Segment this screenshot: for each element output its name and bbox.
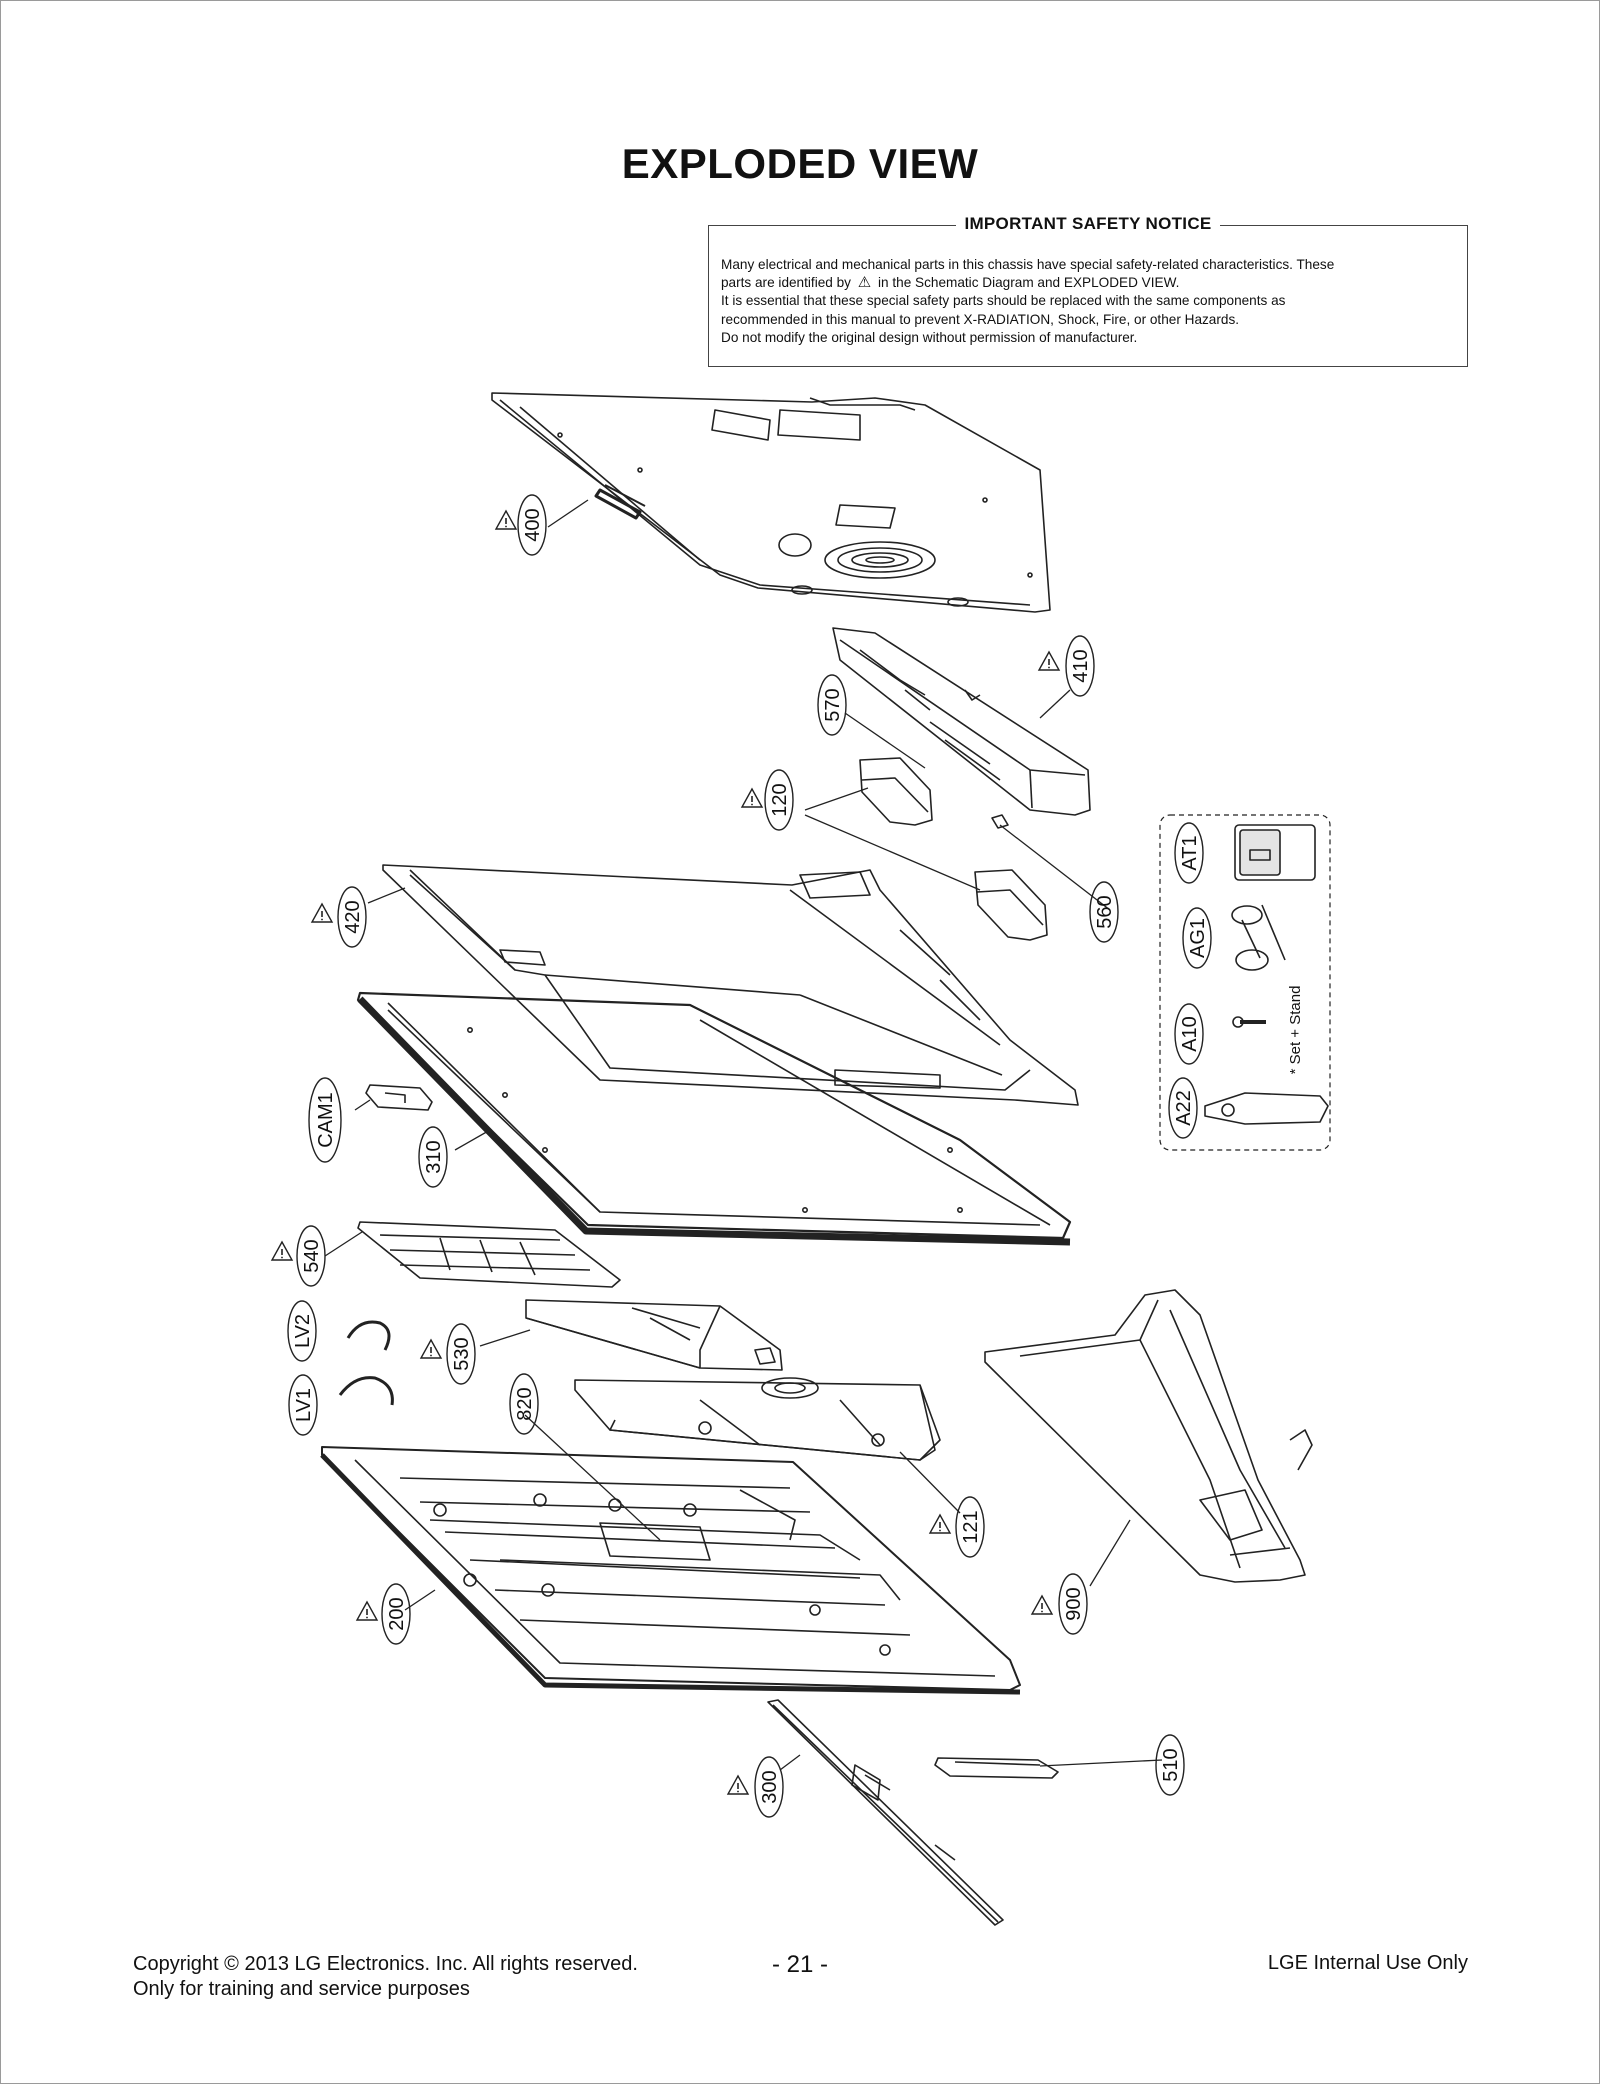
warning-triangle-icon bbox=[727, 1775, 749, 1795]
warning-triangle-icon bbox=[1038, 651, 1060, 671]
label-oval-lv1 bbox=[288, 1374, 318, 1436]
rear-lower-cover-part bbox=[832, 627, 1091, 816]
part-label-lv1: LV1 bbox=[293, 1388, 315, 1422]
page-number: - 21 - bbox=[771, 1951, 828, 1978]
warning-triangle-icon bbox=[311, 903, 333, 923]
safety-notice-title-wrap: IMPORTANT SAFETY NOTICE bbox=[709, 214, 1467, 234]
warning-triangle-icon: ⚠ bbox=[857, 274, 872, 292]
part-label-420: 420 bbox=[342, 900, 364, 933]
label-oval-cam1 bbox=[308, 1077, 342, 1163]
label-oval-900 bbox=[1058, 1573, 1088, 1635]
part-label-570: 570 bbox=[822, 688, 844, 721]
part-label-200: 200 bbox=[386, 1597, 408, 1630]
stand-part bbox=[984, 1289, 1313, 1583]
back-chassis-part bbox=[320, 1446, 1021, 1695]
label-oval-570 bbox=[817, 674, 847, 736]
label-oval-a10 bbox=[1174, 1003, 1204, 1065]
label-oval-410 bbox=[1065, 635, 1095, 697]
part-label-ag1: AG1 bbox=[1187, 918, 1209, 958]
internal-use-text: LGE Internal Use Only bbox=[1267, 1952, 1468, 1974]
label-oval-540 bbox=[296, 1225, 326, 1287]
middle-frame-part bbox=[382, 864, 1079, 1106]
warning-triangle-icon bbox=[420, 1339, 442, 1359]
leader-lines bbox=[324, 499, 1163, 1771]
ir-board-part bbox=[934, 1757, 1059, 1779]
accessories-box bbox=[1159, 814, 1331, 1151]
back-cover-part bbox=[491, 392, 1051, 613]
warning-triangle-icon bbox=[1031, 1595, 1053, 1615]
part-label-900: 900 bbox=[1063, 1587, 1085, 1620]
accessories-note: * Set + Stand bbox=[1287, 986, 1304, 1075]
part-label-400: 400 bbox=[522, 508, 544, 541]
notice-line-2-after: in the Schematic Diagram and EXPLODED VI… bbox=[878, 275, 1180, 291]
label-oval-121 bbox=[955, 1496, 985, 1558]
label-oval-820 bbox=[509, 1373, 539, 1435]
purpose-text: Only for training and service purposes bbox=[133, 1978, 470, 2000]
label-oval-lv2 bbox=[287, 1300, 317, 1362]
warning-triangle-icon bbox=[271, 1241, 293, 1261]
part-label-a22: A22 bbox=[1173, 1090, 1195, 1126]
back-plate-part bbox=[574, 1377, 941, 1461]
label-oval-a22 bbox=[1168, 1077, 1198, 1139]
speaker-part bbox=[859, 757, 1048, 941]
page-title: EXPLODED VIEW bbox=[621, 140, 979, 187]
notice-line-1: Many electrical and mechanical parts in … bbox=[721, 257, 1335, 272]
part-label-820: 820 bbox=[514, 1387, 536, 1420]
label-oval-120 bbox=[764, 769, 794, 831]
label-oval-530 bbox=[446, 1323, 476, 1385]
label-oval-200 bbox=[381, 1583, 411, 1645]
footer-left: Copyright © 2013 LG Electronics. Inc. Al… bbox=[133, 1952, 638, 2002]
notice-line-3: It is essential that these special safet… bbox=[721, 293, 1286, 309]
label-oval-420 bbox=[337, 886, 367, 948]
label-oval-ag1 bbox=[1182, 907, 1212, 969]
warning-triangle-icon bbox=[356, 1601, 378, 1621]
label-oval-510 bbox=[1155, 1734, 1185, 1796]
camera-part bbox=[365, 1084, 433, 1111]
notice-line-2: parts are identified by ⚠ in the Schemat… bbox=[721, 274, 1453, 292]
part-label-121: 121 bbox=[960, 1510, 982, 1543]
label-oval-400 bbox=[517, 494, 547, 556]
notice-line-4: recommended in this manual to prevent X-… bbox=[721, 311, 1240, 327]
label-oval-560 bbox=[1089, 881, 1119, 943]
part-label-560: 560 bbox=[1094, 895, 1116, 928]
label-oval-310 bbox=[418, 1126, 448, 1188]
part-label-a10: A10 bbox=[1179, 1016, 1201, 1052]
label-oval-at1 bbox=[1174, 822, 1204, 884]
led-bar-part bbox=[767, 1699, 1004, 1926]
part-label-120: 120 bbox=[769, 783, 791, 816]
copyright-text: Copyright © 2013 LG Electronics. Inc. Al… bbox=[133, 1953, 638, 1975]
warning-triangle-icon bbox=[741, 788, 763, 808]
part-label-lv2: LV2 bbox=[292, 1314, 314, 1348]
part-label-530: 530 bbox=[451, 1337, 473, 1370]
part-label-540: 540 bbox=[301, 1239, 323, 1272]
notice-line-5: Do not modify the original design withou… bbox=[721, 329, 1138, 345]
safety-notice-box: IMPORTANT SAFETY NOTICE Many electrical … bbox=[708, 214, 1468, 367]
panel-frame-part bbox=[356, 991, 1072, 1246]
lvds-cable-part bbox=[338, 1320, 394, 1406]
warning-triangle-icon bbox=[495, 510, 517, 530]
part-label-300: 300 bbox=[759, 1770, 781, 1803]
part-label-410: 410 bbox=[1070, 649, 1092, 682]
main-board-part bbox=[357, 1221, 621, 1288]
part-label-310: 310 bbox=[423, 1140, 445, 1173]
warning-triangle-icon bbox=[929, 1514, 951, 1534]
safety-notice-title: IMPORTANT SAFETY NOTICE bbox=[956, 214, 1220, 233]
part-label-at1: AT1 bbox=[1179, 835, 1201, 870]
part-label-cam1: CAM1 bbox=[315, 1092, 337, 1148]
notice-line-2-before: parts are identified by bbox=[721, 275, 851, 291]
label-oval-300 bbox=[754, 1756, 784, 1818]
safety-notice-body: Many electrical and mechanical parts in … bbox=[721, 256, 1453, 347]
power-supply-part bbox=[525, 1299, 783, 1371]
part-label-510: 510 bbox=[1160, 1748, 1182, 1781]
